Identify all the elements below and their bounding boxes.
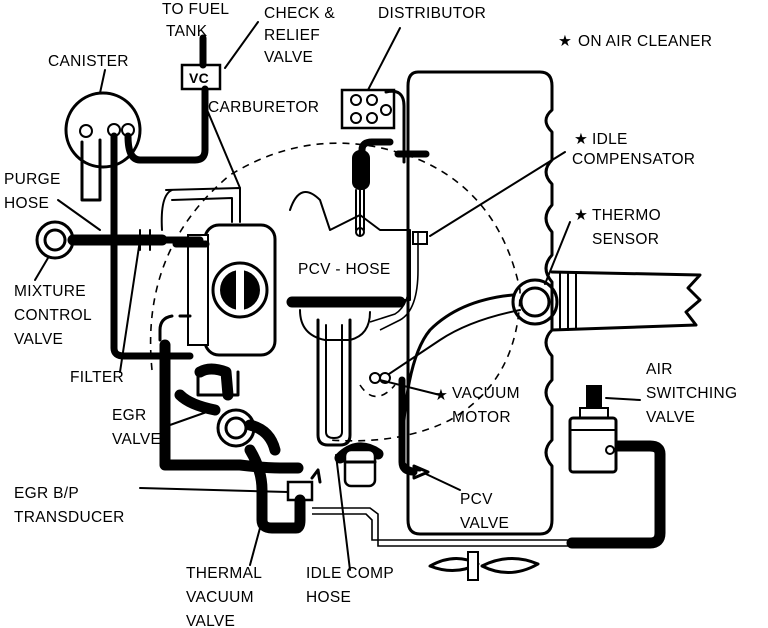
air-switching-valve-label-line1: AIR xyxy=(646,361,673,378)
idle-comp-hose-label-line2: HOSE xyxy=(306,589,351,606)
purge-hose-label-line1: PURGE xyxy=(4,171,61,188)
egr-bp-transducer-label-line2: TRANSDUCER xyxy=(14,509,125,526)
carburetor-label: CARBURETOR xyxy=(208,99,319,116)
star-marker: ★ xyxy=(434,387,448,404)
to-fuel-tank-label-line1: TO FUEL xyxy=(162,1,229,18)
labels: TO FUEL TANK CHECK & RELIEF VALVE DISTRI… xyxy=(4,1,737,628)
pcv-valve-label-line2: VALVE xyxy=(460,515,509,532)
distributor-label: DISTRIBUTOR xyxy=(378,5,486,22)
to-fuel-tank-label-line2: TANK xyxy=(166,23,208,40)
thermo-sensor-label-line1: THERMO xyxy=(592,207,661,224)
idle-compensator-label-line1: IDLE xyxy=(592,131,628,148)
mixture-control-valve-label-line3: VALVE xyxy=(14,331,63,348)
vacuum-motor-label-line1: VACUUM xyxy=(452,385,520,402)
check-relief-label-line2: RELIEF xyxy=(264,27,320,44)
air-switching-valve-label-line3: VALVE xyxy=(646,409,695,426)
egr-bp-transducer-label-line1: EGR B/P xyxy=(14,485,79,502)
idle-comp-hose-loop xyxy=(316,318,352,447)
vacuum-motor-lines xyxy=(359,293,521,472)
vacuum-motor-label-line2: MOTOR xyxy=(452,409,511,426)
pcv-hose-label: PCV - HOSE xyxy=(298,261,391,278)
thermo-sensor xyxy=(511,278,559,326)
mixture-control-valve-label-line2: CONTROL xyxy=(14,307,92,324)
mixture-control-valve-label-line1: MIXTURE xyxy=(14,283,86,300)
egr-valve-label-line2: VALVE xyxy=(112,431,161,448)
check-relief-label-line1: CHECK & xyxy=(264,5,335,22)
pcv-valve-label-line1: PCV xyxy=(460,491,493,508)
air-cleaner-outline xyxy=(406,70,554,536)
air-switching-valve-label-line2: SWITCHING xyxy=(646,385,737,402)
check-relief-label-line3: VALVE xyxy=(264,49,313,66)
thermo-sensor-label-line2: SENSOR xyxy=(592,231,659,248)
air-switching-valve xyxy=(568,385,618,474)
fan xyxy=(428,551,540,581)
canister-label: CANISTER xyxy=(48,53,129,70)
star-marker: ★ xyxy=(574,207,588,224)
idle-comp-hose-label-line1: IDLE COMP xyxy=(306,565,394,582)
on-air-cleaner-label: ON AIR CLEANER xyxy=(578,33,712,50)
purge-hose-label-line2: HOSE xyxy=(4,195,49,212)
check-relief-valve: VC xyxy=(180,34,222,91)
hose-routing xyxy=(67,85,419,360)
intake-manifold xyxy=(289,191,411,341)
air-intake-snorkel xyxy=(550,270,702,332)
star-marker: ★ xyxy=(558,33,572,50)
thermal-vacuum-valve-label-line1: THERMAL xyxy=(186,565,262,582)
idle-comp-hose-lower xyxy=(159,339,384,488)
pcv-valve xyxy=(398,376,430,480)
filter-label: FILTER xyxy=(70,369,124,386)
air-cleaner-dashed-circle xyxy=(149,142,521,442)
vc-marking: VC xyxy=(189,70,209,86)
leader-lines xyxy=(34,21,641,571)
air-switching-pipe xyxy=(312,440,666,549)
egr-valve-label-line1: EGR xyxy=(112,407,147,424)
thermal-vacuum-valve-label-line3: VALVE xyxy=(186,613,235,628)
star-marker: ★ xyxy=(574,131,588,148)
distributor xyxy=(340,88,430,164)
carburetor xyxy=(160,187,277,357)
thermal-vacuum-valve-label-line2: VACUUM xyxy=(186,589,254,606)
idle-compensator-label-line2: COMPENSATOR xyxy=(572,151,695,168)
egr-bp-transducer xyxy=(286,468,322,502)
